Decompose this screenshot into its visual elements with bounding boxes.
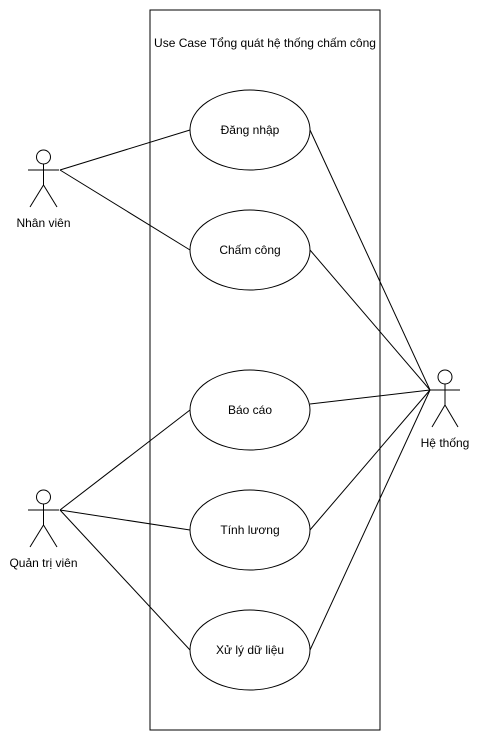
association-nhan-vien-dang-nhap[interactable] bbox=[59, 129, 191, 171]
association-he-thong-xu-ly-du-lieu[interactable] bbox=[309, 389, 431, 651]
system-boundary[interactable]: Use Case Tổng quát hệ thống chấm công bbox=[149, 9, 381, 731]
actor-quan-tri-vien-left-leg bbox=[29, 524, 44, 548]
association-he-thong-bao-cao[interactable] bbox=[309, 389, 431, 405]
association-he-thong-cham-cong[interactable] bbox=[309, 249, 431, 391]
actor-nhan-vien[interactable] bbox=[28, 149, 59, 208]
actor-nhan-vien-head bbox=[36, 149, 51, 165]
use-case-cham-cong-label: Chấm công bbox=[219, 243, 280, 257]
association-lines bbox=[59, 129, 431, 651]
actor-nhan-vien-left-leg bbox=[29, 184, 44, 208]
use-case-tinh-luong-shape[interactable] bbox=[189, 489, 311, 571]
actor-quan-tri-vien-label: Quản trị viên bbox=[9, 556, 77, 570]
association-he-thong-tinh-luong[interactable] bbox=[309, 389, 431, 531]
actor-nhan-vien-right-leg bbox=[43, 184, 58, 208]
system-title: Use Case Tổng quát hệ thống chấm công bbox=[154, 36, 376, 50]
use-case-tinh-luong-label: Tính lương bbox=[220, 523, 279, 537]
use-case-dang-nhap[interactable]: Đăng nhập bbox=[189, 89, 311, 171]
use-case-tinh-luong[interactable]: Tính lương bbox=[189, 489, 311, 571]
use-case-dang-nhap-shape[interactable] bbox=[189, 89, 311, 171]
association-nhan-vien-cham-cong[interactable] bbox=[59, 169, 191, 251]
use-case-cham-cong-shape[interactable] bbox=[189, 209, 311, 291]
actor-quan-tri-vien[interactable] bbox=[28, 489, 59, 548]
actor-he-thong[interactable] bbox=[430, 369, 460, 428]
actor-quan-tri-vien-right-leg bbox=[43, 524, 58, 548]
association-quan-tri-vien-bao-cao[interactable] bbox=[59, 409, 191, 511]
use-case-bao-cao-label: Báo cáo bbox=[228, 403, 272, 417]
actor-nhan-vien-label: Nhân viên bbox=[16, 216, 70, 230]
actor-he-thong-left-leg bbox=[431, 404, 446, 428]
use-case-xu-ly-du-lieu[interactable]: Xử lý dữ liệu bbox=[189, 609, 311, 691]
association-quan-tri-vien-tinh-luong[interactable] bbox=[59, 509, 191, 531]
use-case-xu-ly-du-lieu-shape[interactable] bbox=[189, 609, 311, 691]
actor-he-thong-label: Hệ thống bbox=[421, 436, 470, 450]
actor-quan-tri-vien-head bbox=[36, 489, 51, 505]
use-case-bao-cao-shape[interactable] bbox=[189, 369, 311, 451]
actor-he-thong-right-leg bbox=[444, 404, 459, 428]
association-he-thong-dang-nhap[interactable] bbox=[309, 129, 431, 391]
association-quan-tri-vien-xu-ly-du-lieu[interactable] bbox=[59, 509, 191, 651]
use-case-bao-cao[interactable]: Báo cáo bbox=[189, 369, 311, 451]
use-case-xu-ly-du-lieu-label: Xử lý dữ liệu bbox=[216, 643, 284, 657]
actor-he-thong-head bbox=[437, 369, 453, 385]
use-case-cham-cong[interactable]: Chấm công bbox=[189, 209, 311, 291]
system-boundary-box[interactable] bbox=[149, 9, 381, 731]
use-case-dang-nhap-label: Đăng nhập bbox=[221, 123, 280, 137]
